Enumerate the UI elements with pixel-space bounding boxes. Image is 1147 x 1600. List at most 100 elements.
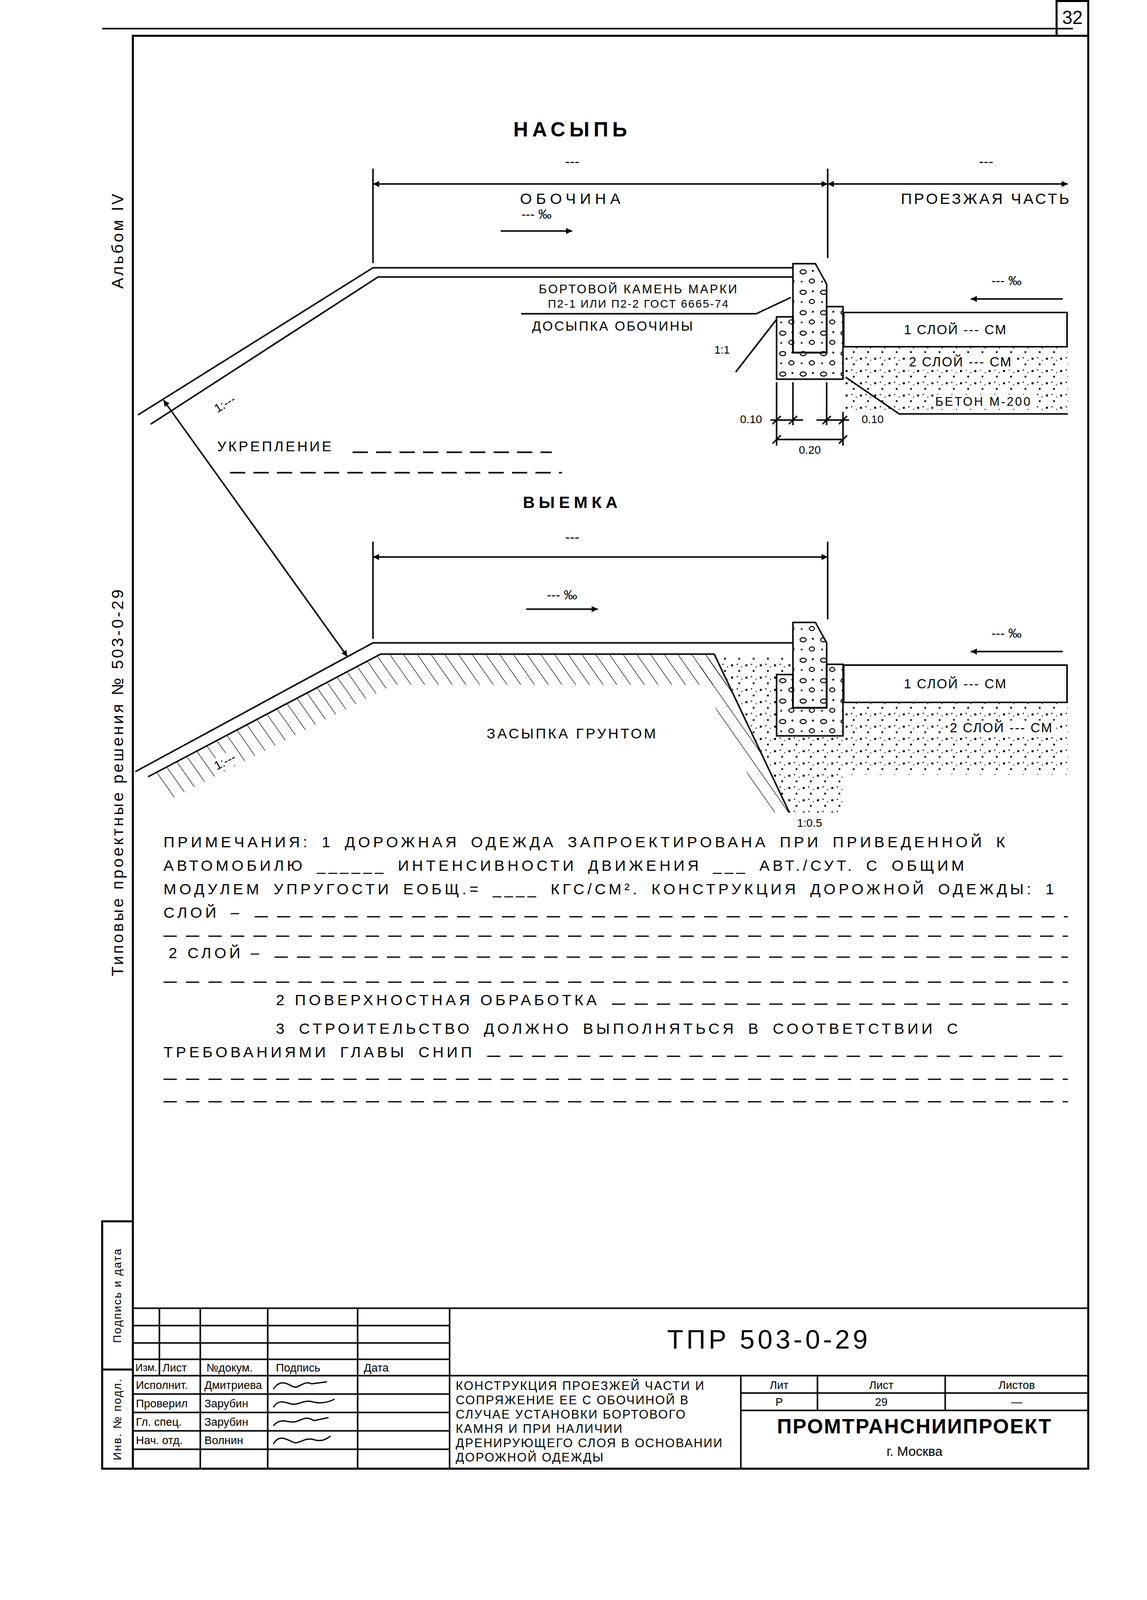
- embankment-section: [838, 435, 848, 444]
- note-blank-line: [163, 1101, 1068, 1103]
- signature-scribble: [273, 1435, 331, 1444]
- sheet-frame: [102, 1, 1089, 1469]
- layer-label: 1 СЛОЙ --- СМ: [903, 675, 1008, 692]
- embankment-section: [970, 298, 1063, 300]
- dimension-blank: ---: [565, 153, 580, 170]
- title-block-grid: [267, 1307, 269, 1469]
- cutting-section: [372, 541, 374, 639]
- signature-scribble: [273, 1398, 335, 1408]
- signature-scribble: [273, 1381, 335, 1444]
- title-block-grid: [132, 1393, 450, 1395]
- layer-label: 2 СЛОЙ --- СМ: [906, 354, 1015, 370]
- title-block-grid: [944, 1375, 947, 1411]
- table-header: Листов: [998, 1378, 1035, 1392]
- cutting-section: [970, 650, 1063, 653]
- embankment-section: [788, 415, 798, 425]
- title-block-grid: [132, 1307, 1089, 1309]
- lining-leader: [229, 472, 563, 474]
- slope-value: --- ‰: [521, 206, 552, 223]
- embankment-section: [822, 415, 831, 425]
- embankment-section: [827, 168, 829, 259]
- embankment-section: [845, 377, 1068, 414]
- lining-leader: [352, 451, 552, 454]
- note-text: ПРИМЕЧАНИЯ: 1 ДОРОЖНАЯ ОДЕЖДА ЗАПРОЕКТИР…: [163, 830, 1073, 925]
- role-cell: Проверил: [135, 1396, 188, 1410]
- table-header: Дата: [363, 1361, 389, 1374]
- embankment-section: [521, 297, 791, 314]
- title-block-grid: [740, 1375, 742, 1469]
- title-block-grid: [132, 1448, 450, 1450]
- cutting-section: [135, 541, 1068, 813]
- title-block-grid: [449, 1374, 1089, 1377]
- sheet-frame: [102, 28, 1073, 30]
- title-block-grid: [449, 1307, 451, 1469]
- album-label: Альбом IV: [108, 191, 128, 289]
- title-block-grid: [132, 1374, 450, 1377]
- slope-ratio: 1:0.5: [797, 816, 823, 830]
- cutting-section: [372, 556, 828, 558]
- embankment-section: [150, 276, 793, 425]
- cutting-section: [148, 654, 730, 801]
- name-cell: Дмитриева: [204, 1378, 263, 1392]
- drawing-code: ТПР 503-0-29: [667, 1324, 871, 1355]
- embankment-section: [372, 168, 374, 264]
- sheet-number: 32: [1062, 7, 1083, 29]
- embankment-section: [500, 230, 573, 232]
- pavement-layer-box: 1 СЛОЙ --- СМ: [843, 664, 1068, 704]
- note-text: 3 СТРОИТЕЛЬСТВО ДОЛЖНО ВЫПОЛНЯТЬСЯ В СОО…: [163, 1016, 1073, 1064]
- note-blank-line: [163, 981, 1068, 983]
- lining-leader: [163, 400, 348, 657]
- title-block-grid: [132, 1430, 450, 1432]
- title-block-grid: [740, 1392, 1089, 1394]
- cutting-section: [526, 608, 598, 611]
- table-header: Изм.: [135, 1361, 158, 1374]
- organization-name: ПРОМТРАНСНИИПРОЕКТ: [777, 1414, 1053, 1438]
- slope-value: --- ‰: [991, 625, 1022, 642]
- title-block-grid: [132, 1358, 450, 1361]
- table-cell: —: [1011, 1395, 1023, 1409]
- title-block-grid: [158, 1307, 161, 1376]
- embankment-section: [137, 267, 793, 415]
- embankment-section: [372, 183, 828, 185]
- note-blank-line: [163, 1078, 1068, 1081]
- layer-label: 1 СЛОЙ --- СМ: [903, 321, 1008, 338]
- note-blank-line: [163, 935, 1068, 938]
- embankment-section: [772, 415, 781, 425]
- slope-value: --- ‰: [546, 587, 577, 603]
- cutting-section: [827, 541, 829, 620]
- dimension-blank: ---: [565, 528, 580, 546]
- cutting-section: [792, 622, 827, 708]
- lining-callout: УКРЕПЛЕНИЕ: [217, 438, 334, 455]
- title-block-grid: [199, 1307, 202, 1469]
- embankment-section: [776, 382, 778, 446]
- role-cell: Исполнит.: [135, 1378, 189, 1392]
- pavement-layer-box: 1 СЛОЙ --- СМ: [843, 311, 1068, 348]
- layer-label: 2 СЛОЙ --- СМ: [947, 720, 1056, 736]
- table-cell: Р: [775, 1395, 784, 1409]
- sheet-frame: [102, 1368, 133, 1371]
- backfill-callout: ЗАСЫПКА ГРУНТОМ: [486, 725, 658, 742]
- slope-ratio: 1:1: [714, 343, 731, 357]
- embankment-section: [827, 183, 1068, 185]
- note-blank-line: [274, 956, 1068, 958]
- sheet-frame: [132, 35, 1089, 1469]
- note-text: 2 СЛОЙ –: [168, 944, 263, 963]
- note-blank-line: [163, 935, 1068, 1102]
- embankment-section: [776, 438, 844, 441]
- section-heading: ВЫЕМКА: [522, 493, 622, 512]
- name-cell: Волнин: [204, 1433, 244, 1447]
- drawing-title: КОНСТРУКЦИЯ ПРОЕЗЖЕЙ ЧАСТИ И СОПРЯЖЕНИЕ …: [455, 1378, 736, 1465]
- name-cell: Зарубин: [204, 1396, 249, 1410]
- sheet-frame: [102, 1221, 133, 1469]
- cutting-section: [843, 703, 1068, 775]
- slope-value: --- ‰: [991, 273, 1022, 289]
- title-block-grid: [132, 1307, 1089, 1469]
- table-header: Лит: [769, 1378, 789, 1392]
- note-blank-line: [612, 1003, 1068, 1005]
- embankment-section: [838, 415, 848, 425]
- zone-label: ОБОЧИНА: [520, 190, 625, 208]
- role-cell: Нач. отд.: [135, 1433, 183, 1447]
- name-cell: Зарубин: [204, 1415, 249, 1429]
- section-heading: НАСЫПЬ: [513, 117, 631, 142]
- title-block-grid: [357, 1307, 359, 1469]
